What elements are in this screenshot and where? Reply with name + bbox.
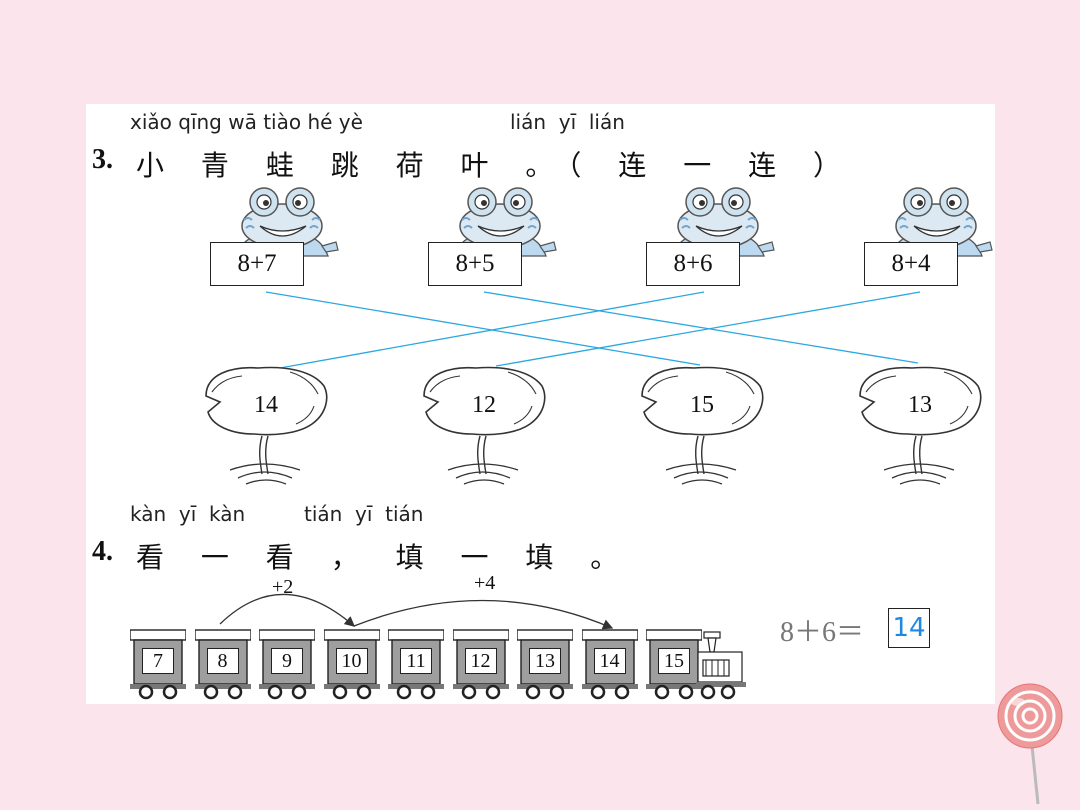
train-car-number: 13	[529, 648, 561, 674]
train-car-number: 9	[271, 648, 303, 674]
hop-label-plus2: +2	[272, 576, 294, 598]
train-car-body	[323, 629, 380, 700]
lily-pad-number: 12	[472, 392, 496, 418]
locomotive	[696, 631, 746, 700]
train-car-number: 7	[142, 648, 174, 674]
lily-pad-number: 14	[254, 392, 278, 418]
lily-pad-icon	[202, 362, 332, 492]
lily-pad-icon	[856, 362, 986, 492]
q3-title: 小 青 蛙 跳 荷 叶 。（ 连 一 连 ）	[136, 149, 856, 182]
train-car-number: 10	[335, 648, 368, 674]
train-car-number: 8	[206, 648, 239, 674]
lily-pad-number: 15	[690, 392, 714, 418]
worksheet-page: xiǎo qīng wā tiào hé yè lián yī lián 3. …	[86, 104, 995, 704]
frog-expression: 8+5	[428, 242, 522, 286]
q4-title: 看 一 看 ， 填 一 填 。	[136, 541, 633, 574]
q4-pinyin-right: tián yī tián	[304, 502, 424, 526]
answer-box[interactable]: 14	[888, 608, 930, 648]
lily-pad-icon	[420, 362, 550, 492]
frog-expression: 8+7	[210, 242, 304, 286]
q4-pinyin-left: kàn yī kàn	[130, 502, 246, 526]
hop-label-plus4: +4	[474, 572, 496, 594]
q3-pinyin-left: xiǎo qīng wā tiào hé yè	[130, 110, 363, 134]
q4-number: 4.	[92, 536, 113, 567]
train-car-number: 15	[658, 648, 690, 674]
frog-expression: 8+6	[646, 242, 740, 286]
lily-pad-number: 13	[908, 392, 932, 418]
lollipop-icon	[997, 683, 1063, 805]
equation-text: 8＋6＝	[780, 617, 865, 648]
hop-arc-plus4	[353, 599, 614, 630]
q3-number: 3.	[92, 144, 113, 175]
train-car-number: 12	[464, 648, 497, 674]
lily-pad-icon	[638, 362, 768, 492]
hop-arcs	[219, 593, 614, 630]
train-car-number: 14	[593, 648, 626, 674]
frog-expression: 8+4	[864, 242, 958, 286]
hop-arc-plus2	[219, 593, 355, 627]
q3-pinyin-right: lián yī lián	[510, 110, 625, 134]
train-car-number: 11	[400, 648, 432, 674]
